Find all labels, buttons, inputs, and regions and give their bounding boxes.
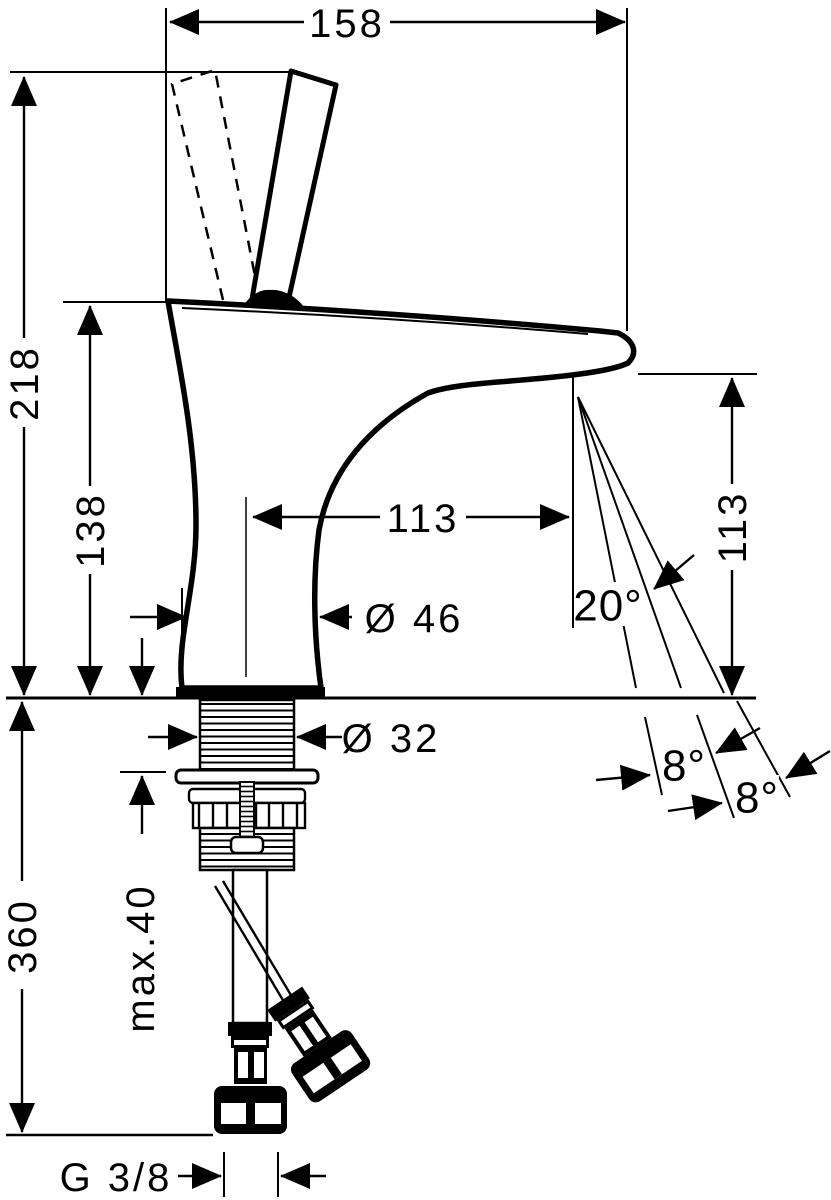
- fixing-stud-nut: [229, 835, 265, 855]
- dim-label-shank-diameter: Ø 32: [342, 717, 441, 761]
- body-top-inner-line: [181, 307, 589, 335]
- dim-label-spray-angle: 20°: [573, 582, 643, 631]
- mounting-nut-left: [191, 801, 244, 830]
- dim-label-thread: G 3/8: [60, 1156, 173, 1200]
- body-base-plate: [176, 687, 325, 699]
- dim-shank-diameter: Ø 32: [148, 717, 441, 761]
- dim-label-overall-width: 158: [309, 2, 385, 46]
- hose-connector-angled: [267, 986, 371, 1103]
- spray-line-3: [577, 396, 725, 694]
- hose-angled-tube-line1: [213, 885, 292, 1013]
- handle-joystick: [249, 68, 339, 305]
- threaded-shank: [198, 698, 296, 772]
- dim-angle-left: 8°: [595, 726, 761, 791]
- spray-extension-c: [736, 700, 791, 798]
- dim-label-angle-right: 8°: [735, 774, 779, 823]
- supply-hoses: [213, 868, 371, 1134]
- dim-base-diameter: Ø 46: [130, 597, 464, 641]
- dim-label-overall-height: 218: [3, 345, 47, 421]
- extension-lines: [6, 8, 757, 1197]
- dim-spout-height: 113: [711, 377, 755, 696]
- dim-hose-length: 360: [1, 701, 45, 1133]
- spray-cone: [572, 376, 791, 819]
- spray-line-2: [577, 396, 682, 689]
- dim-body-height: 138: [69, 305, 113, 696]
- dim-label-spout-height: 113: [711, 491, 755, 564]
- faucet-body-outline: [165, 298, 637, 691]
- mounting-hardware: [174, 698, 320, 872]
- spray-extension-a: [644, 716, 663, 796]
- dim-spray-angle: 20°: [573, 554, 695, 631]
- mounting-nut-right: [254, 801, 307, 830]
- dim-spout-reach: 113: [252, 497, 570, 541]
- dim-label-hose-length: 360: [1, 898, 45, 974]
- dim-thread: G 3/8: [60, 1156, 326, 1200]
- fixing-stud: [239, 781, 255, 838]
- dim-label-angle-left: 8°: [662, 742, 706, 791]
- spray-line-1: [577, 396, 637, 689]
- dim-label-body-height: 138: [69, 492, 113, 568]
- handle-base-joint: [243, 289, 304, 307]
- dim-label-max-counter-thickness: max.40: [119, 883, 163, 1032]
- dim-label-spout-reach: 113: [387, 497, 460, 541]
- faucet-drawing: [165, 68, 791, 1134]
- handle-alternate-position-dashed: [170, 68, 261, 301]
- dim-overall-height: 218: [3, 76, 47, 696]
- dim-overall-width: 158: [169, 2, 626, 46]
- hose-connector-straight: [214, 1022, 287, 1134]
- spray-extension-b: [696, 714, 735, 819]
- dim-label-base-diameter: Ø 46: [365, 597, 464, 641]
- hose-angled-tube-line2: [221, 880, 300, 1008]
- dim-max-counter-thickness: max.40: [119, 638, 163, 1033]
- dim-angle-right: 8°: [667, 749, 831, 823]
